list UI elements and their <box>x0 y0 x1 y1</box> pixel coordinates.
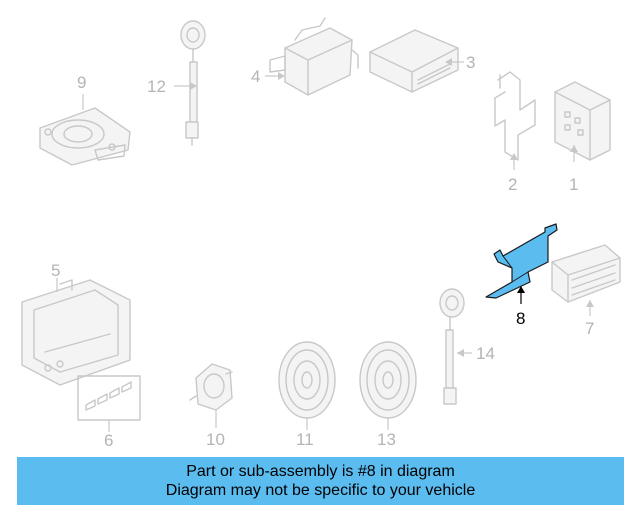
callout-2: 2 <box>508 175 517 194</box>
part-7-module <box>551 244 621 303</box>
callout-9: 9 <box>77 73 86 92</box>
callout-6: 6 <box>104 431 113 450</box>
part-9-speaker <box>39 107 131 166</box>
banner-line-1: Part or sub-assembly is #8 in diagram <box>186 463 455 480</box>
part-13-woofer <box>359 341 417 419</box>
part-8-bracket-highlighted <box>485 223 558 299</box>
part-12-tweeter <box>180 20 206 146</box>
part-11-woofer <box>278 341 336 419</box>
callout-13: 13 <box>377 430 396 449</box>
callout-5: 5 <box>51 261 60 280</box>
part-10-speaker <box>189 363 233 411</box>
callout-10: 10 <box>206 430 225 449</box>
banner-line-2: Diagram may not be specific to your vehi… <box>165 482 476 499</box>
callout-12: 12 <box>147 77 166 96</box>
callout-4: 4 <box>251 67 260 86</box>
callout-7: 7 <box>585 319 594 338</box>
part-2-bracket <box>494 71 536 161</box>
part-4-module-bracket <box>269 17 359 96</box>
callout-8: 8 <box>516 309 525 328</box>
part-6-switch-panel <box>77 375 141 421</box>
callout-1: 1 <box>569 175 578 194</box>
part-3-amplifier <box>369 29 459 93</box>
part-14-tweeter <box>439 288 465 405</box>
part-5-display-unit <box>21 279 131 386</box>
part-1-control-module <box>554 81 611 161</box>
callout-3: 3 <box>466 53 475 72</box>
callout-11: 11 <box>296 430 314 449</box>
callout-14: 14 <box>476 344 495 363</box>
info-banner: Part or sub-assembly is #8 in diagram Di… <box>17 457 624 505</box>
